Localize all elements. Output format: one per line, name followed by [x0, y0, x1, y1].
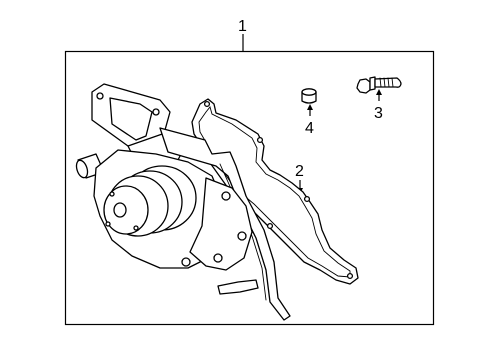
callout-4-arrowhead: [307, 104, 313, 110]
water-pump-part[interactable]: [74, 83, 291, 321]
callout-4[interactable]: 4: [305, 104, 314, 137]
plug-part[interactable]: [301, 88, 317, 104]
callout-2-label: 2: [295, 163, 304, 180]
callout-3-arrowhead: [376, 89, 382, 95]
callout-3[interactable]: 3: [374, 89, 383, 122]
diagram-frame: [64, 50, 435, 326]
callout-3-label: 3: [374, 105, 383, 122]
bolt-part[interactable]: [356, 76, 402, 94]
callout-1[interactable]: 1: [238, 18, 247, 51]
callout-4-label: 4: [305, 120, 314, 137]
callout-1-label: 1: [238, 18, 247, 35]
